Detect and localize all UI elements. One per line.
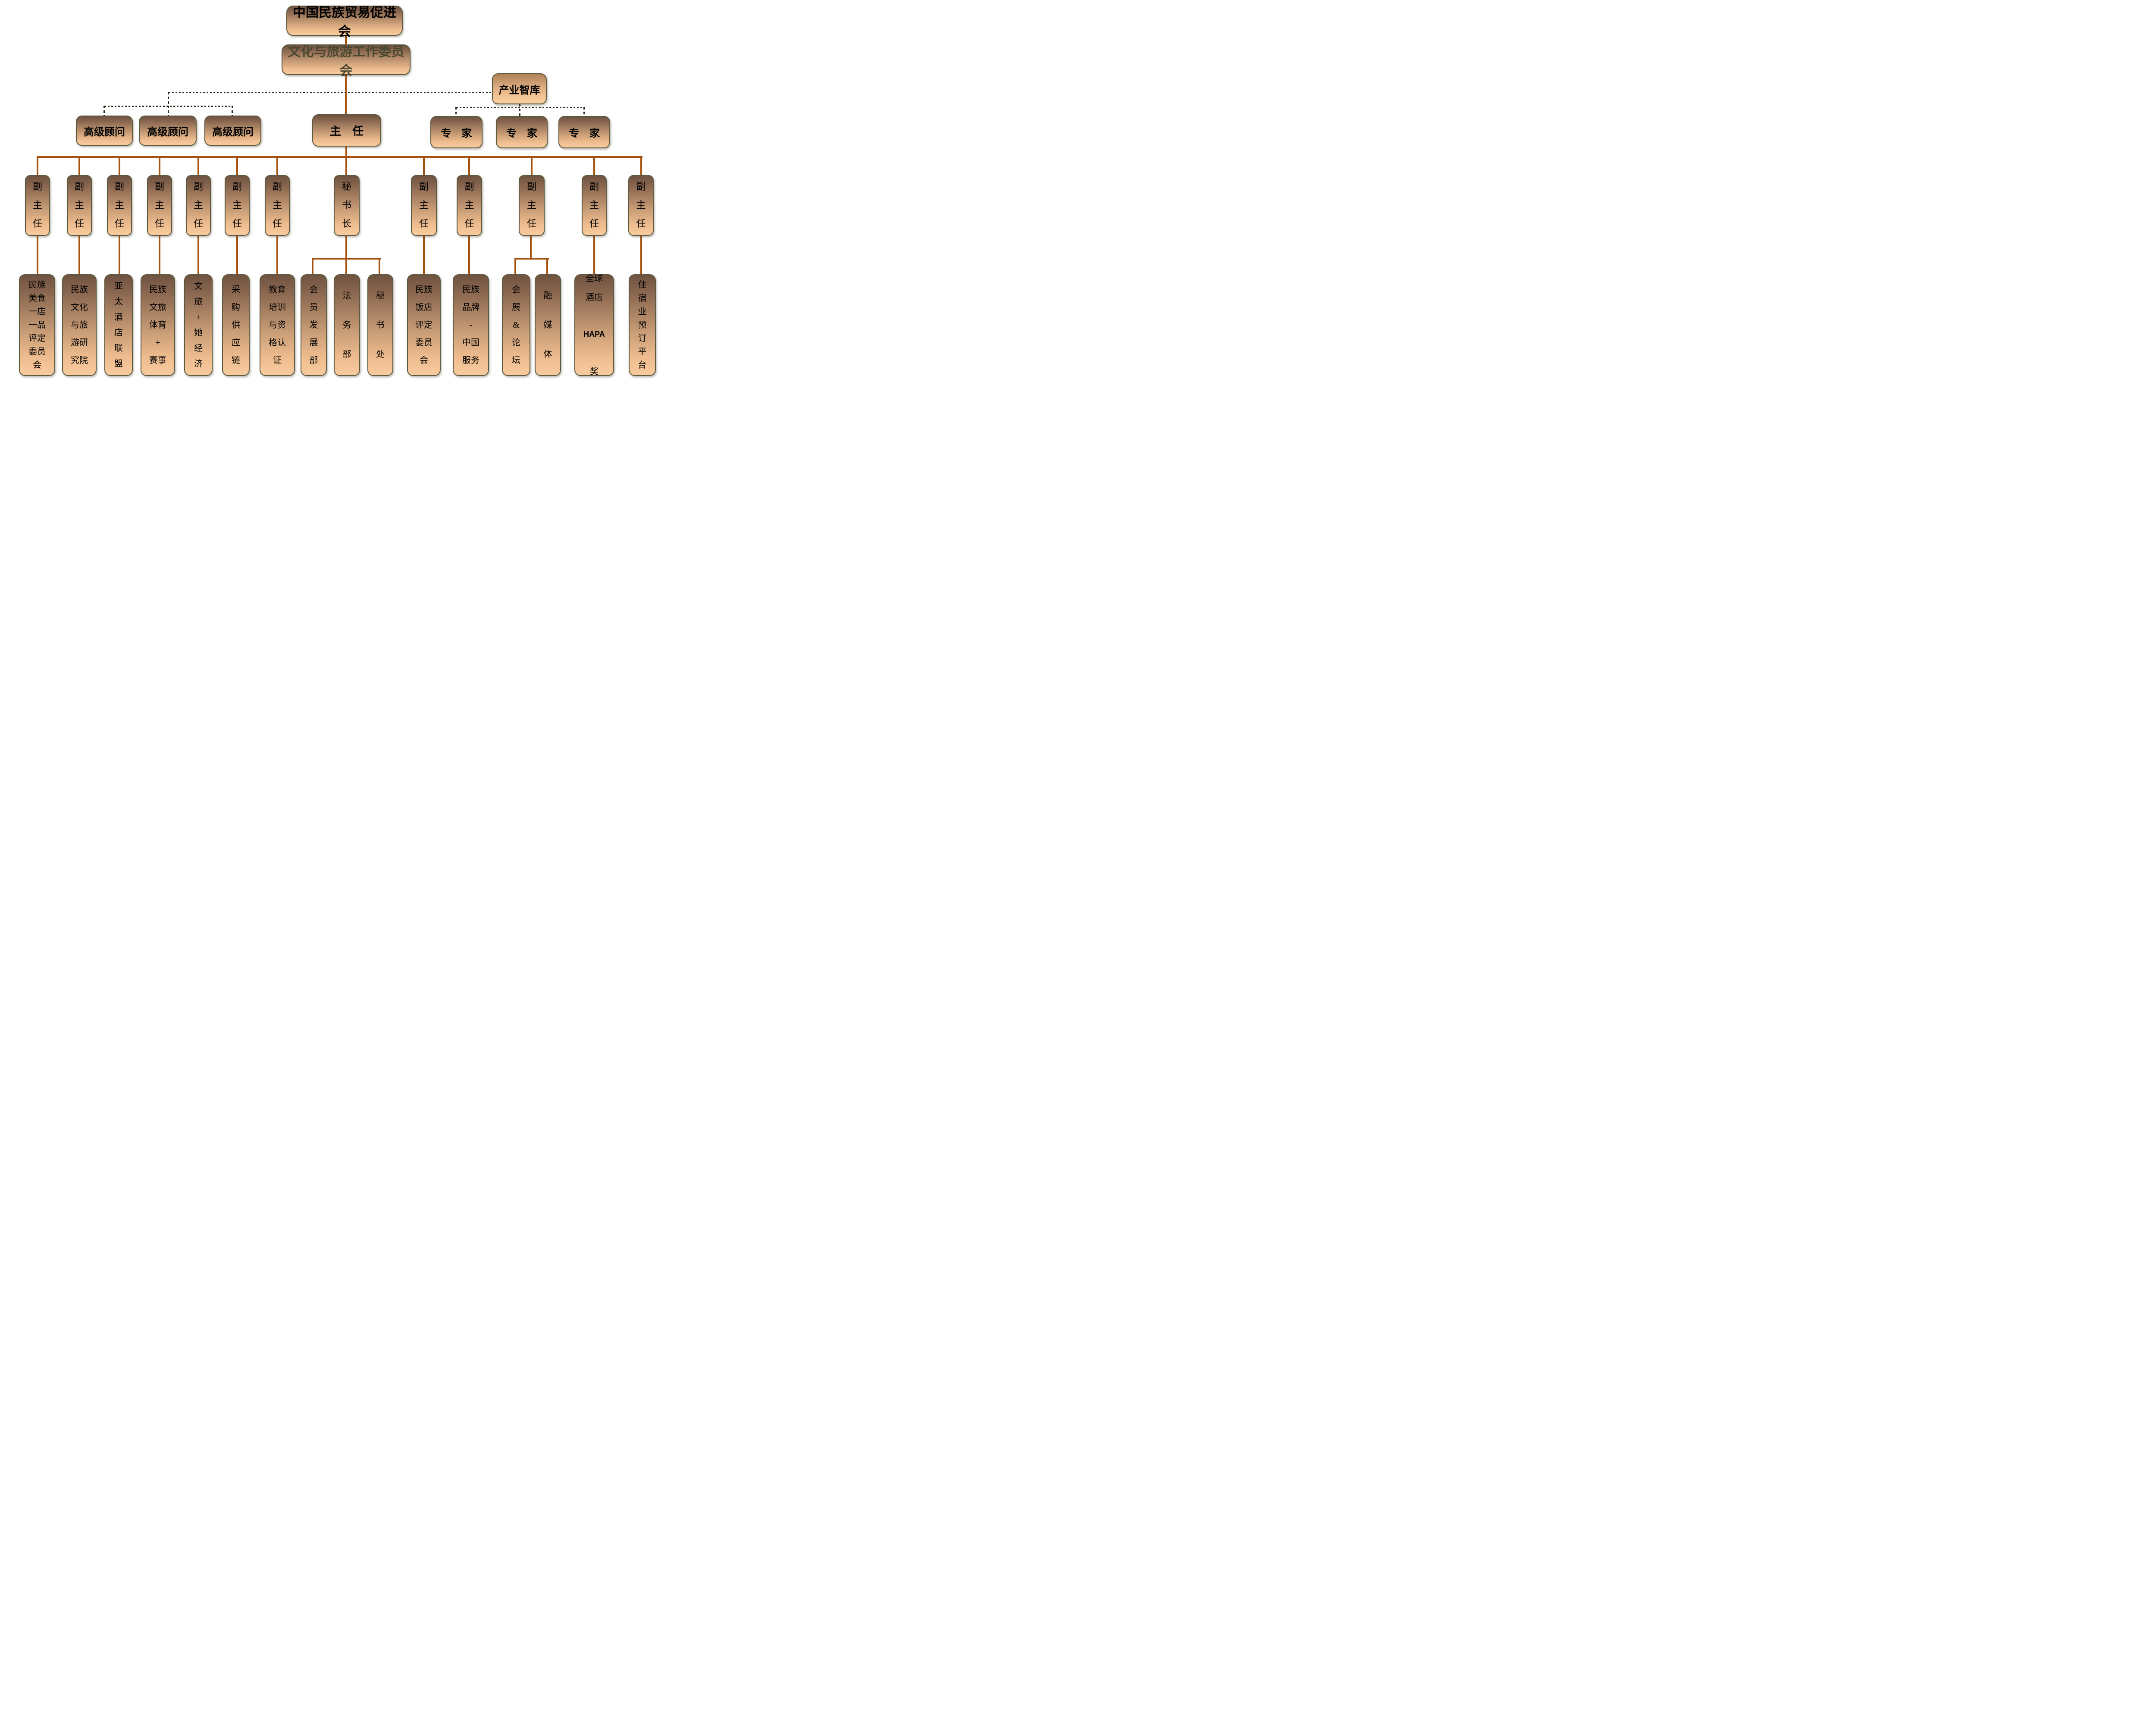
deputy-director-box: 副 主 任 [265, 175, 290, 236]
senior-advisor-box: 高级顾问 [139, 116, 197, 146]
connector-drop [197, 235, 199, 275]
expert-box: 专 家 [558, 116, 610, 148]
connector-stub [37, 156, 38, 176]
hapa-award-text: HAPA [583, 330, 605, 339]
connector-drop [159, 235, 160, 275]
connector-stub [593, 156, 595, 176]
connector-sg-right [379, 258, 380, 275]
senior-advisor-box: 高级顾问 [76, 116, 133, 146]
dotted-advisor2-drop [168, 106, 169, 116]
deputy-director-box: 副 主 任 [186, 175, 211, 236]
dept-secretariat: 秘 书 处 [367, 274, 393, 376]
connector-stub [276, 156, 278, 176]
deputy-director-box: 副 主 任 [411, 175, 437, 236]
think-tank-box: 产业智库 [492, 73, 547, 104]
dept-membership-development: 会 员 发 展 部 [301, 274, 327, 376]
dotted-experts-branch [456, 107, 585, 108]
connector-sg-drop [345, 235, 347, 275]
connector-committee-director [345, 75, 347, 115]
connector-dd11-left [514, 258, 516, 275]
deputy-director-box: 副 主 任 [147, 175, 172, 236]
dotted-thinktank-drop [519, 104, 520, 116]
connector-root-committee [345, 35, 347, 45]
connector-stub [468, 156, 470, 176]
dotted-advisor1-drop [103, 106, 105, 116]
dotted-expert3-drop [583, 107, 585, 116]
dept-converged-media: 融 媒 体 [535, 274, 561, 376]
dept-global-hotel-hapa-award: 全球 酒店 HAPA 奖 [574, 274, 614, 376]
connector-dd11-branch [515, 258, 549, 260]
committee-box: 文化与旅游工作委员会 [282, 44, 411, 78]
deputy-director-box: 副 主 任 [67, 175, 92, 236]
dept-label: 全球 酒店 HAPA 奖 [583, 274, 605, 376]
connector-stub [119, 156, 120, 176]
connector-director-bus [345, 146, 347, 175]
connector-stub [197, 156, 199, 176]
connector-bus [37, 156, 642, 158]
connector-dd11-right [546, 258, 548, 275]
dotted-main-horizontal [169, 92, 492, 93]
dept-asia-pacific-hotel-alliance: 亚 太 酒 店 联 盟 [104, 274, 133, 376]
root-box: 中国民族贸易促进会 [286, 6, 403, 39]
connector-sg-left [312, 258, 313, 275]
deputy-director-box: 副 主 任 [519, 175, 545, 236]
deputy-director-box: 副 主 任 [107, 175, 132, 236]
dept-hotel-evaluation-committee: 民族 饭店 评定 委员 会 [407, 274, 441, 376]
connector-stub [531, 156, 533, 176]
secretary-general-box: 秘 书 长 [334, 175, 360, 236]
connector-drop [236, 235, 238, 275]
deputy-director-box: 副 主 任 [225, 175, 250, 236]
dept-accommodation-booking-platform: 住 宿 业 预 订 平 台 [629, 274, 656, 376]
connector-drop [276, 235, 278, 275]
connector-drop [423, 235, 425, 275]
dept-food-evaluation-committee: 民族 美食 一店 一品 评定 委员 会 [19, 274, 55, 376]
deputy-director-box: 副 主 任 [457, 175, 482, 236]
connector-stub [236, 156, 238, 176]
dept-procurement-supply-chain: 采 购 供 应 链 [222, 274, 250, 376]
dept-exhibitions-forums: 会 展 & 论 坛 [502, 274, 530, 376]
connector-drop [640, 235, 642, 275]
deputy-director-box: 副 主 任 [582, 175, 607, 236]
connector-drop [37, 235, 38, 275]
connector-stub [423, 156, 425, 176]
connector-sg-branch [313, 258, 381, 260]
dept-education-training-certification: 教育 培训 与资 格认 证 [260, 274, 295, 376]
dept-legal-affairs: 法 务 部 [334, 274, 360, 376]
senior-advisor-box: 高级顾问 [204, 116, 261, 146]
connector-dd11-drop [530, 235, 532, 260]
connector-stub [640, 156, 642, 176]
org-chart-canvas: 中国民族贸易促进会 文化与旅游工作委员会 产业智库 主 任 高级顾问 高级顾问 … [0, 0, 673, 382]
dept-tourism-her-economy: 文 旅 + 她 经 济 [184, 274, 213, 376]
dept-culture-tourism-sports-events: 民族 文旅 体育 + 赛事 [141, 274, 175, 376]
connector-drop [119, 235, 120, 275]
connector-drop [593, 235, 595, 275]
connector-stub [78, 156, 80, 176]
director-box: 主 任 [312, 114, 381, 147]
connector-drop [468, 235, 470, 275]
connector-stub [159, 156, 160, 176]
dotted-advisor3-drop [232, 106, 233, 116]
dotted-expert1-drop [455, 107, 457, 116]
connector-drop [78, 235, 80, 275]
deputy-director-box: 副 主 任 [25, 175, 50, 236]
expert-box: 专 家 [430, 116, 483, 148]
dept-national-brand-china-service: 民族 品牌 - 中国 服务 [453, 274, 489, 376]
deputy-director-box: 副 主 任 [628, 175, 654, 236]
dotted-advisors-drop [168, 92, 169, 106]
dept-culture-tourism-research-institute: 民族 文化 与旅 游研 究院 [62, 274, 97, 376]
expert-box: 专 家 [496, 116, 548, 148]
